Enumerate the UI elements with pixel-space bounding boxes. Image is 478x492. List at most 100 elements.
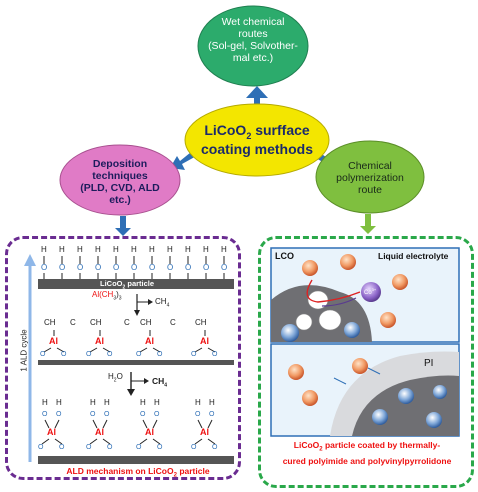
- f-ball: [392, 274, 408, 290]
- deflect-arrow: [333, 377, 347, 385]
- atom-o: O: [131, 263, 138, 272]
- reaction-arrow: [306, 279, 361, 303]
- crack-3: [295, 313, 313, 331]
- atom-o: O: [95, 263, 102, 272]
- atom-h: H: [59, 245, 65, 254]
- atom-o: O: [61, 351, 67, 358]
- bond-line: [194, 438, 203, 445]
- co-ball: [433, 385, 447, 399]
- atom-o: O: [167, 263, 174, 272]
- atom-o: O: [107, 351, 113, 358]
- bond-line: [89, 347, 98, 353]
- crack-2: [318, 309, 342, 331]
- atom-o: O: [154, 411, 160, 418]
- atom-al: Al: [49, 336, 58, 346]
- wet-routes-ellipse: [197, 5, 309, 87]
- atom-al: Al: [200, 427, 209, 437]
- co-ball: [426, 412, 442, 428]
- ch4b-label: CH4: [152, 376, 168, 389]
- liquid-electrolyte-label: Liquid electrolyte: [378, 251, 449, 261]
- atom-h: H: [90, 398, 96, 407]
- reagent-label: Al(CH3)3: [92, 290, 122, 302]
- f-ball: [352, 358, 368, 374]
- atom-h: H: [154, 398, 160, 407]
- atom-h: H: [221, 245, 227, 254]
- bond-line: [139, 347, 148, 353]
- center-ellipse: [184, 103, 330, 177]
- atom-h: H: [140, 398, 146, 407]
- atom-o: O: [191, 444, 197, 451]
- deposition-ellipse: [59, 144, 181, 216]
- bond-line: [54, 419, 60, 429]
- bond-line: [41, 438, 50, 445]
- co-ball: [281, 324, 299, 342]
- atom-o: O: [209, 411, 215, 418]
- atom-al: Al: [200, 336, 209, 346]
- surface-bar-middle: [38, 360, 234, 365]
- co-ball: [372, 409, 388, 425]
- bond-line: [197, 419, 203, 429]
- co3-ion-ball: [361, 282, 381, 302]
- atom-o: O: [195, 411, 201, 418]
- atom-o: O: [59, 444, 65, 451]
- atom-h: H: [104, 398, 110, 407]
- fluoride-balls: [288, 254, 408, 406]
- bond-line: [142, 419, 148, 429]
- atom-al: Al: [95, 427, 104, 437]
- f-ball: [302, 260, 318, 276]
- ald-panel: [5, 236, 241, 480]
- atom-h: H: [131, 245, 137, 254]
- atom-al: Al: [145, 336, 154, 346]
- deflect-arrow: [367, 367, 381, 375]
- atom-h: H: [203, 245, 209, 254]
- atom-h: H: [77, 245, 83, 254]
- atom-al: Al: [145, 427, 154, 437]
- crack-1: [307, 290, 329, 310]
- atom-o: O: [59, 263, 66, 272]
- bond-line: [102, 438, 111, 445]
- arrow-to-wet: [246, 86, 268, 118]
- bond-line: [92, 419, 98, 429]
- bond-line: [43, 347, 52, 353]
- atom-o: O: [140, 411, 146, 418]
- atom-h: H: [42, 398, 48, 407]
- methyl-label: CH: [140, 318, 152, 327]
- atom-o: O: [38, 444, 44, 451]
- reaction-arrow-2: [321, 297, 357, 307]
- cycle-arrow-head: [24, 254, 36, 266]
- atom-o: O: [157, 444, 163, 451]
- methyl-label: CH: [44, 318, 56, 327]
- bond-line: [102, 419, 108, 429]
- atom-o: O: [191, 351, 197, 358]
- ch4-label: CH4: [155, 297, 170, 309]
- pi-label: PI: [424, 358, 434, 369]
- atom-h: H: [149, 245, 155, 254]
- atom-o: O: [86, 351, 92, 358]
- f-ball: [302, 390, 318, 406]
- atom-h: H: [113, 245, 119, 254]
- bond-line: [56, 347, 65, 353]
- atom-h: H: [185, 245, 191, 254]
- atom-o: O: [86, 444, 92, 451]
- f-ball: [288, 364, 304, 380]
- chemical-label: Chemical polymerization route: [336, 160, 404, 197]
- bond-line: [44, 419, 50, 429]
- atom-o: O: [42, 411, 48, 418]
- bond-line: [152, 438, 161, 445]
- chemical-ellipse: [315, 140, 425, 214]
- atom-o: O: [212, 444, 218, 451]
- wet-routes-label: Wet chemical routes (Sol-gel, Solvother-…: [208, 16, 298, 65]
- methyl-label: CH: [90, 318, 102, 327]
- bond-line: [54, 438, 63, 445]
- atom-h: H: [209, 398, 215, 407]
- bond-line: [139, 438, 148, 445]
- bond-line: [89, 438, 98, 445]
- atom-al: Al: [95, 336, 104, 346]
- f-ball: [380, 312, 396, 328]
- bond-line: [207, 347, 216, 353]
- reagent-arrow-head: [134, 310, 140, 316]
- atom-o: O: [104, 411, 110, 418]
- co-ion-balls: [281, 322, 447, 428]
- atom-o: O: [113, 263, 120, 272]
